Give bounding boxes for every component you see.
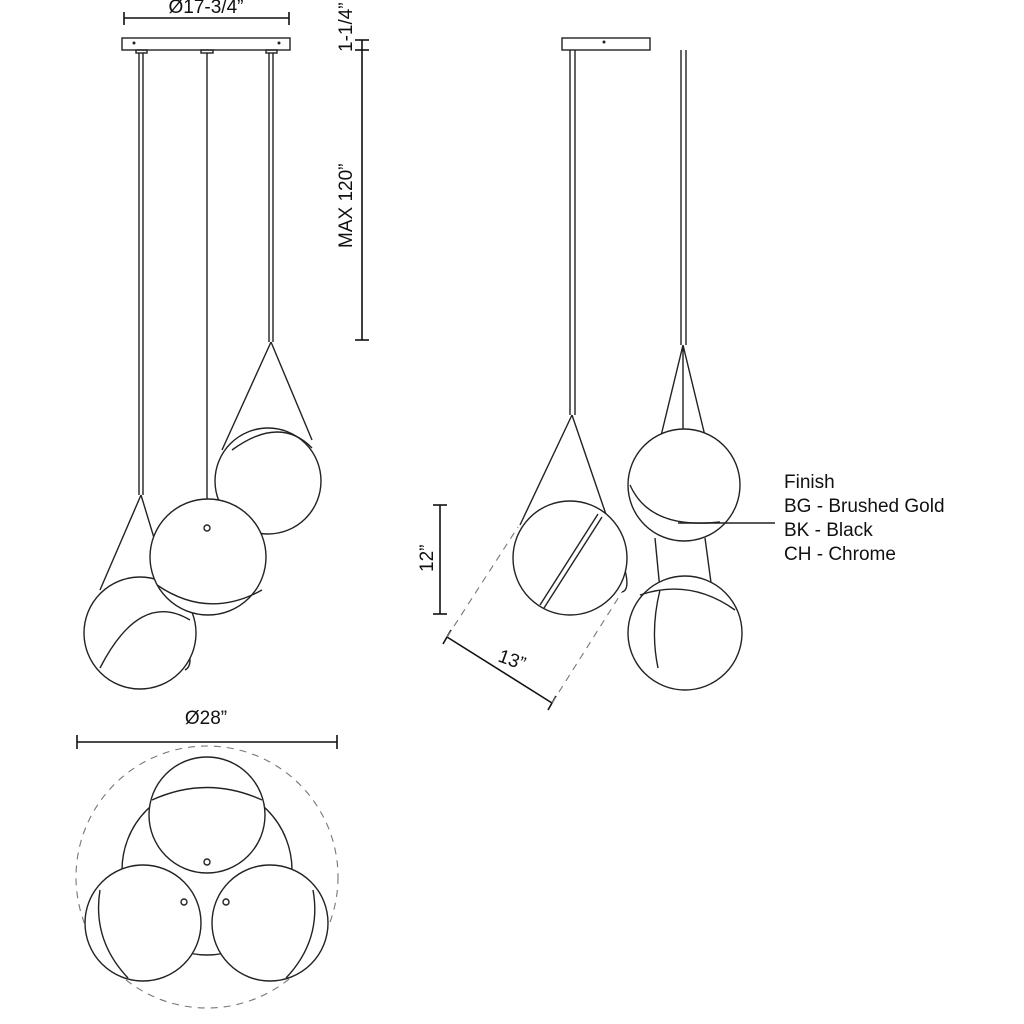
canopy xyxy=(121,37,291,51)
legend-title: Finish xyxy=(784,472,835,493)
canopy-side xyxy=(561,37,651,51)
max-length-label: MAX 120” xyxy=(336,164,357,248)
legend-item-ch: CH - Chrome xyxy=(784,544,896,565)
front-view: Ø17-3/4” 1-1/4” MAX 120” xyxy=(83,0,369,690)
overall-diameter-label: Ø28” xyxy=(185,708,227,729)
legend-item-bg: BG - Brushed Gold xyxy=(784,496,945,517)
legend-item-bk: BK - Black xyxy=(784,520,873,541)
canopy-height-label: 1-1/4” xyxy=(336,2,357,52)
bottom-view: Ø28” xyxy=(75,708,339,1009)
finish-legend: Finish BG - Brushed Gold BK - Black CH -… xyxy=(784,472,945,565)
canopy-diameter-label: Ø17-3/4” xyxy=(169,0,244,18)
side-view: 12” 13” xyxy=(417,37,775,711)
shade-height-label: 12” xyxy=(417,545,438,572)
